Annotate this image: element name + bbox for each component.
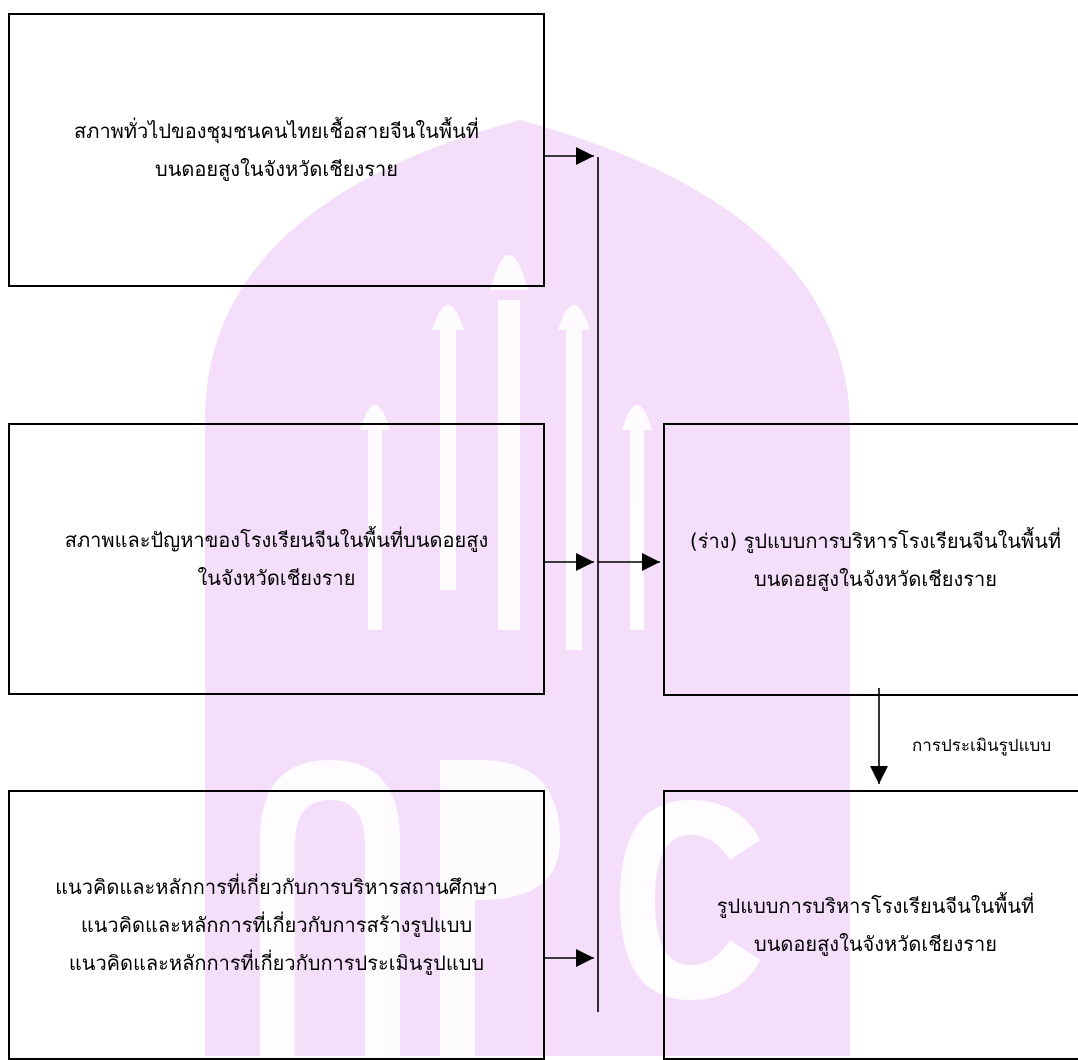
box4-text-line-1: (ร่าง) รูปแบบการบริหารโรงเรียนจีนในพื้นท… xyxy=(689,528,1062,553)
box3-text-line-2: แนวคิดและหลักการที่เกี่ยวกับการสร้างรูปแ… xyxy=(80,913,473,937)
box2-text-line-1: สภาพและปัญหาของโรงเรียนจีนในพื้นที่บนดอย… xyxy=(64,528,489,552)
box3-text-line-1: แนวคิดและหลักการที่เกี่ยวกับการบริหารสถา… xyxy=(55,875,498,899)
box5-text-line-2: บนดอยสูงในจังหวัดเชียงราย xyxy=(754,932,997,956)
box2-text-line-2: ในจังหวัดเชียงราย xyxy=(197,566,356,590)
box4-text-line-2: บนดอยสูงในจังหวัดเชียงราย xyxy=(754,566,997,591)
school-problems-box: สภาพและปัญหาของโรงเรียนจีนในพื้นที่บนดอย… xyxy=(8,423,545,695)
evaluation-arrow-label: การประเมินรูปแบบ xyxy=(912,736,1052,756)
box3-text-line-3: แนวคิดและหลักการที่เกี่ยวกับการประเมินรู… xyxy=(68,951,485,975)
final-model-box: รูปแบบการบริหารโรงเรียนจีนในพื้นที่บนดอย… xyxy=(663,790,1078,1060)
draft-model-box: (ร่าง) รูปแบบการบริหารโรงเรียนจีนในพื้นท… xyxy=(663,423,1078,696)
box1-text-line-2: บนดอยสูงในจังหวัดเชียงราย xyxy=(155,157,398,181)
general-condition-box: สภาพทั่วไปของชุมชนคนไทยเชื้อสายจีนในพื้น… xyxy=(8,13,545,287)
box1-text-line-1: สภาพทั่วไปของชุมชนคนไทยเชื้อสายจีนในพื้น… xyxy=(74,119,479,143)
concepts-principles-box: แนวคิดและหลักการที่เกี่ยวกับการบริหารสถา… xyxy=(8,790,545,1060)
box5-text-line-1: รูปแบบการบริหารโรงเรียนจีนในพื้นที่ xyxy=(716,894,1035,918)
